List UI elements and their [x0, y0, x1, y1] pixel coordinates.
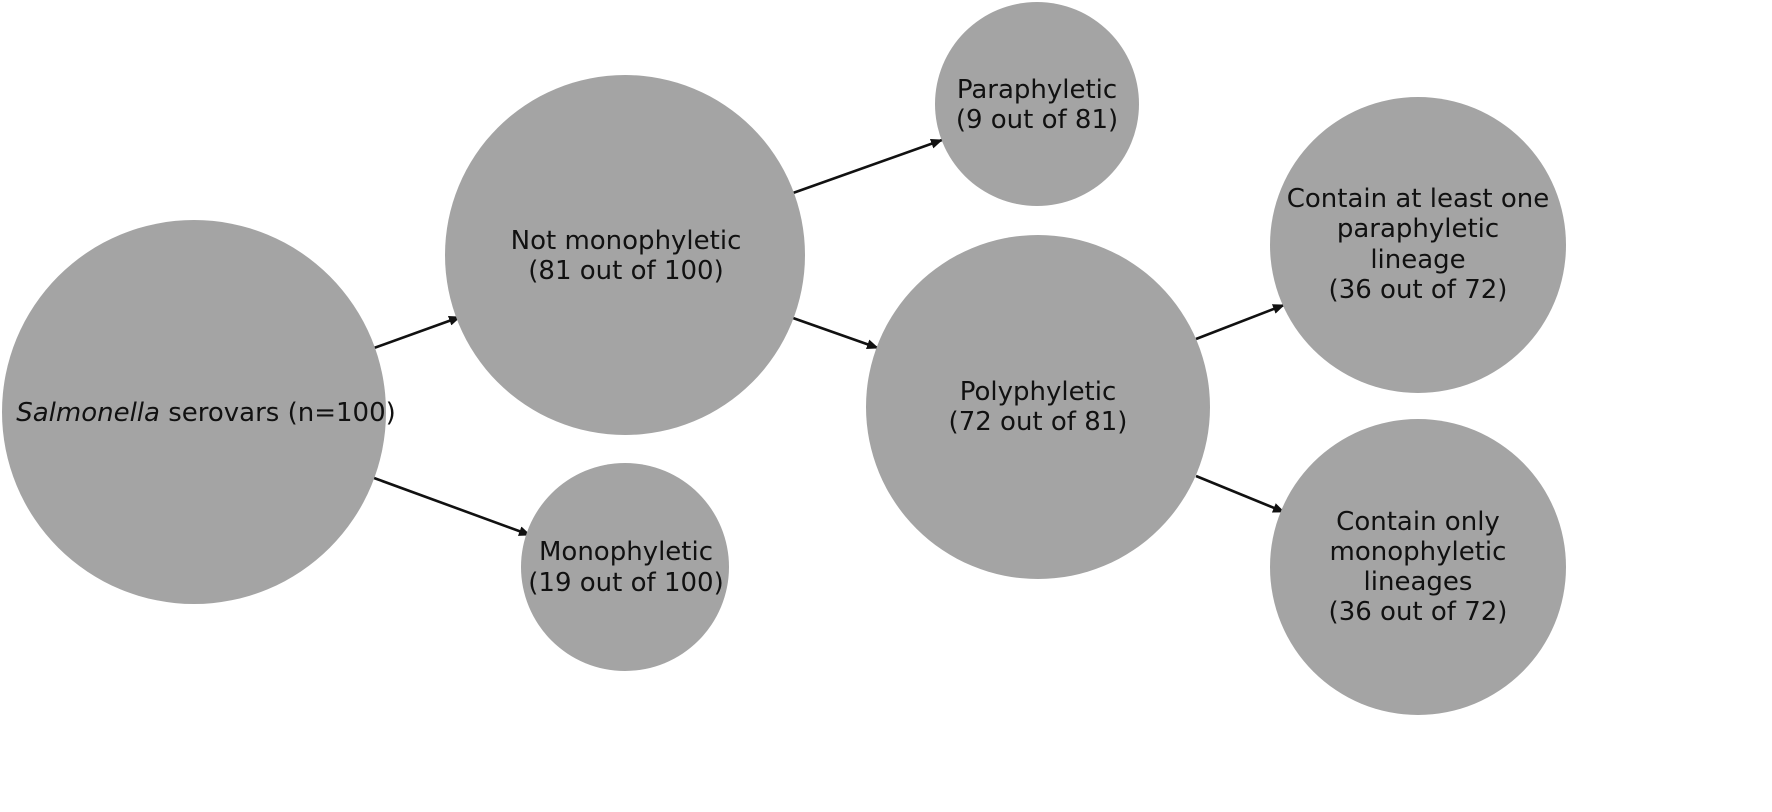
node-contain-paraphyletic-circle: [1270, 97, 1566, 393]
node-not-monophyletic-line1: Not monophyletic: [511, 226, 742, 256]
node-not-monophyletic: Not monophyletic (81 out of 100): [445, 75, 805, 435]
node-root-label: Salmonella serovars (n=100): [16, 398, 396, 428]
node-monophyletic-line2: (19 out of 100): [528, 568, 723, 598]
node-contain-monophyletic-line2: monophyletic: [1330, 537, 1507, 567]
node-paraphyletic-line2: (9 out of 81): [956, 105, 1118, 135]
node-contain-monophyletic-line1: Contain only: [1336, 507, 1500, 537]
node-polyphyletic: Polyphyletic (72 out of 81): [866, 235, 1210, 579]
node-contain-monophyletic-circle: [1270, 419, 1566, 715]
node-monophyletic-circle: [521, 463, 729, 671]
node-paraphyletic: Paraphyletic (9 out of 81): [935, 2, 1139, 206]
node-polyphyletic-circle: [866, 235, 1210, 579]
node-paraphyletic-line1: Paraphyletic: [957, 75, 1117, 105]
node-root-label-rest: serovars (n=100): [160, 398, 396, 428]
node-not-monophyletic-line2: (81 out of 100): [528, 256, 723, 286]
node-contain-paraphyletic: Contain at least one paraphyletic lineag…: [1270, 97, 1566, 393]
node-monophyletic-line1: Monophyletic: [539, 537, 713, 567]
edge-root-to-not-monophyletic: [373, 315, 461, 350]
edges: [373, 138, 1285, 537]
node-contain-paraphyletic-line3: lineage: [1370, 245, 1465, 275]
edge-polyphyletic-to-contain-monophyletic: [1195, 474, 1285, 514]
edge-root-to-monophyletic: [373, 476, 531, 537]
node-not-monophyletic-circle: [445, 75, 805, 435]
node-root-circle: [2, 220, 386, 604]
node-polyphyletic-line1: Polyphyletic: [960, 377, 1117, 407]
node-root: Salmonella serovars (n=100): [2, 220, 396, 604]
node-root-label-italic: Salmonella: [16, 398, 160, 428]
node-contain-monophyletic: Contain only monophyletic lineages (36 o…: [1270, 419, 1566, 715]
edge-polyphyletic-to-contain-paraphyletic: [1195, 303, 1285, 341]
node-contain-paraphyletic-line1: Contain at least one: [1287, 184, 1550, 214]
node-paraphyletic-circle: [935, 2, 1139, 206]
node-contain-monophyletic-line4: (36 out of 72): [1329, 597, 1508, 627]
node-contain-paraphyletic-line2: paraphyletic: [1337, 214, 1499, 244]
node-contain-monophyletic-line3: lineages: [1364, 567, 1473, 597]
node-contain-paraphyletic-line4: (36 out of 72): [1329, 275, 1508, 305]
node-polyphyletic-line2: (72 out of 81): [949, 407, 1128, 437]
node-monophyletic: Monophyletic (19 out of 100): [521, 463, 729, 671]
edge-not-monophyletic-to-paraphyletic: [792, 138, 943, 195]
edge-not-monophyletic-to-polyphyletic: [792, 316, 879, 350]
